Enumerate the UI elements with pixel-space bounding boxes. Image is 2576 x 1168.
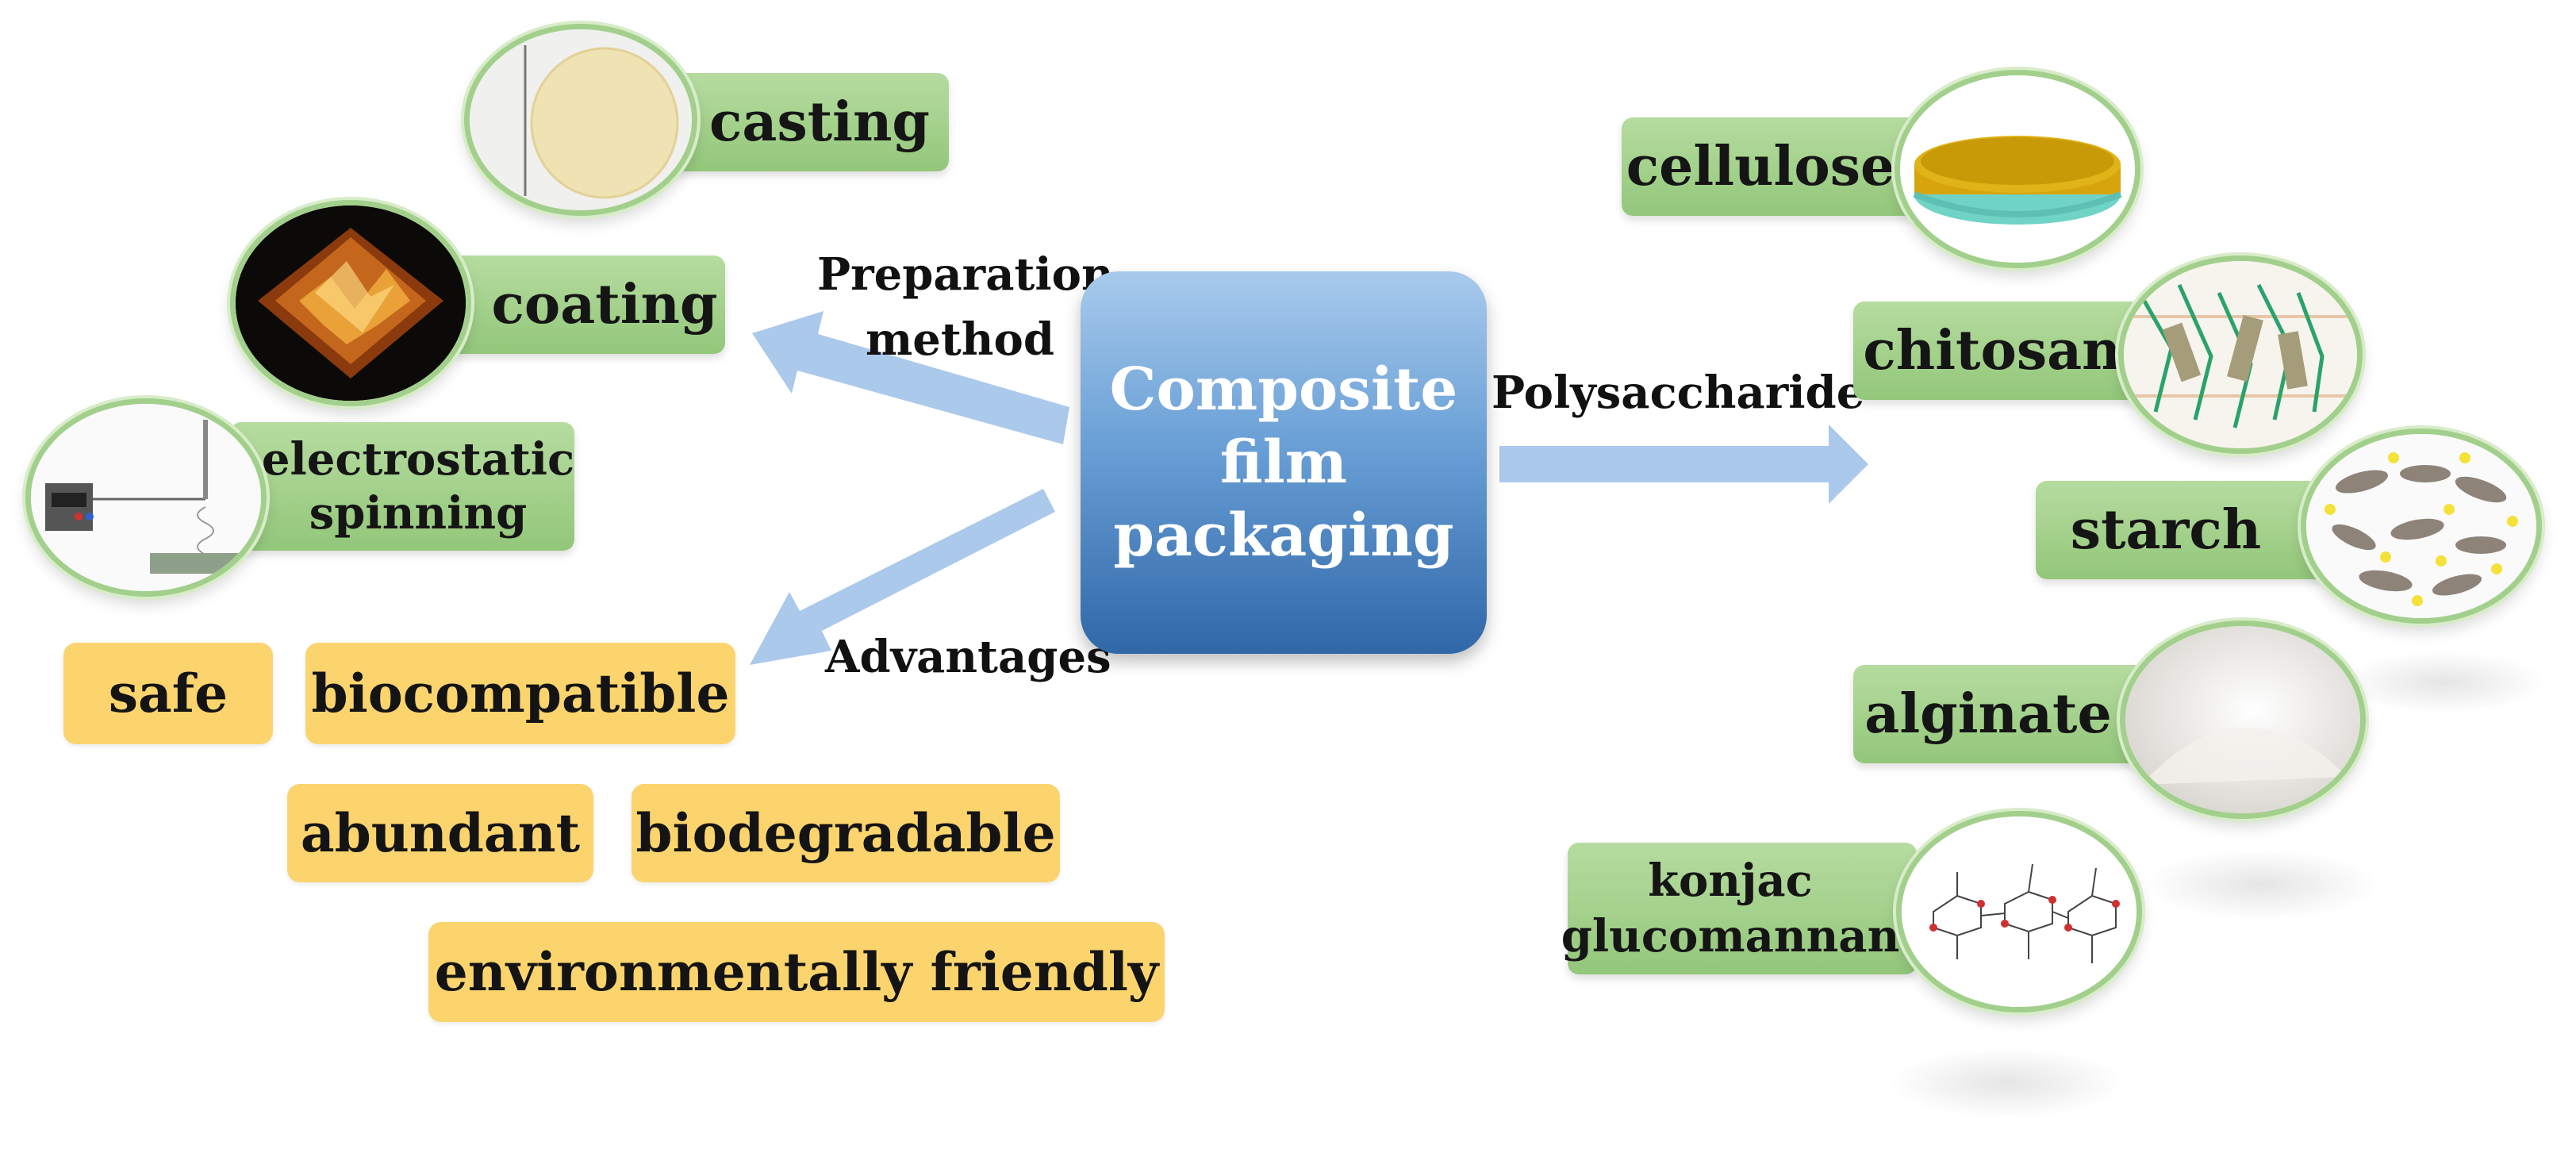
advantage-abundant: abundant xyxy=(287,784,593,882)
cast-film-disc-icon xyxy=(464,24,697,216)
coating-surface-icon xyxy=(230,200,471,406)
method-label-casting: casting xyxy=(658,73,949,171)
polysaccharide-label-konjac-glucomannan: konjac glucomannan xyxy=(1561,843,1917,974)
cellulose-text: cellulose xyxy=(1626,135,1895,198)
chitosan-network-icon xyxy=(2118,256,2363,454)
advantages-arrow xyxy=(750,489,1055,665)
shadow xyxy=(1888,1047,2126,1119)
center-title: Composite film packaging xyxy=(1109,355,1458,570)
shadow xyxy=(2142,849,2380,920)
method-label-electrostatic-spinning: electrostatic spinning xyxy=(230,422,574,551)
method-casting-text: casting xyxy=(709,90,930,154)
advantage-biodegradable: biodegradable xyxy=(632,784,1060,882)
konjac-glucomannan-text: konjac glucomannan xyxy=(1561,855,1900,962)
starch-granules-icon xyxy=(2301,428,2542,624)
preparation-arrow xyxy=(752,311,1069,444)
starch-text: starch xyxy=(2070,498,2262,562)
method-label-coating: coating xyxy=(436,256,725,354)
method-electrospinning-text: electrostatic spinning xyxy=(261,433,575,540)
chitosan-text: chitosan xyxy=(1863,319,2121,382)
polysaccharide-arrow xyxy=(1499,425,1868,504)
alginate-powder-icon xyxy=(2120,620,2366,819)
polysaccharide-label: Polysaccharide xyxy=(1491,367,1865,419)
shadow xyxy=(2340,651,2547,714)
electrospinning-apparatus-icon xyxy=(25,398,267,597)
preparation-method-label: Preparation method xyxy=(817,248,1114,366)
advantage-biocompatible: biocompatible xyxy=(305,643,735,744)
advantage-safe: safe xyxy=(63,643,273,744)
advantages-label: Advantages xyxy=(825,631,1111,683)
composite-film-packaging-box: Composite film packaging xyxy=(1081,271,1487,654)
glucomannan-structure-icon xyxy=(1896,811,2142,1012)
alginate-text: alginate xyxy=(1864,682,2112,746)
polysaccharide-label-starch: starch xyxy=(2036,481,2336,579)
advantage-environmentally-friendly: environmentally friendly xyxy=(428,922,1165,1022)
cellulose-film-icon xyxy=(1895,70,2140,268)
method-coating-text: coating xyxy=(491,273,718,336)
polysaccharide-label-cellulose: cellulose xyxy=(1622,117,1955,216)
